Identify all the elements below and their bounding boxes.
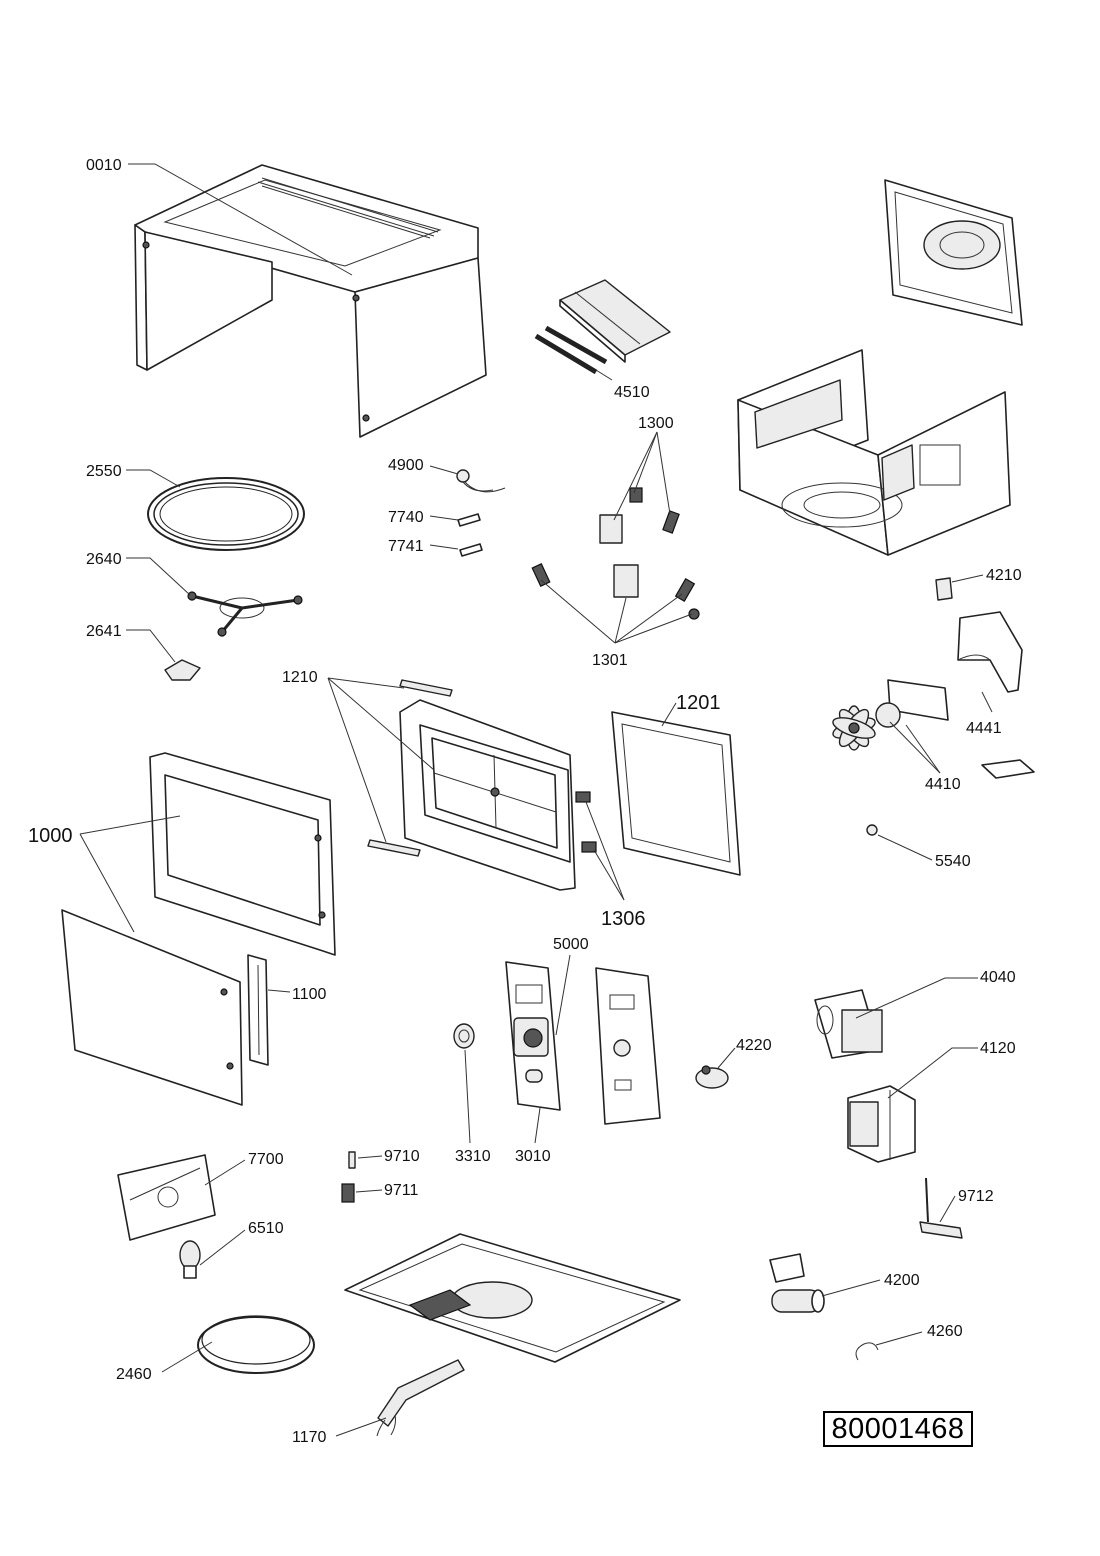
part-1000-door-assembly[interactable] [61,752,336,1106]
label-2460: 2460 [116,1366,152,1383]
part-7700-bracket[interactable] [117,1154,216,1241]
part-3010-control-panel[interactable] [505,961,561,1111]
part-9712-antenna[interactable] [919,1177,963,1239]
label-2641: 2641 [86,623,122,640]
label-4040: 4040 [980,969,1016,986]
label-1170: 1170 [292,1429,327,1446]
label-1210: 1210 [282,669,318,686]
label-4260: 4260 [927,1323,963,1340]
part-4510-grill-heater[interactable] [534,279,671,375]
label-5000: 5000 [553,936,589,953]
label-4410: 4410 [925,776,961,793]
part-2550-roller-ring[interactable] [147,477,305,551]
part-1100-door-handle[interactable] [247,954,269,1066]
label-5540: 5540 [935,853,971,870]
part-9711-fuse-holder[interactable] [341,1183,355,1203]
part-1301-microswitches[interactable] [531,563,700,620]
part-5000-pcb-board[interactable] [595,967,661,1125]
part-1306-door-hooks[interactable] [575,791,597,853]
leader-lines [79,163,993,1437]
part-1170-latch-lever[interactable] [376,1359,465,1437]
label-4120: 4120 [980,1040,1016,1057]
label-9710: 9710 [384,1148,420,1165]
part-7740-plate[interactable] [457,513,481,527]
label-3310: 3310 [455,1148,491,1165]
part-4040-magnetron[interactable] [814,989,883,1059]
part-1201-choke-frame[interactable] [611,711,741,876]
part-labels: 0010 4510 1300 4900 7740 7741 2550 2640 … [28,157,1022,1446]
part-mica-plate[interactable] [981,759,1035,779]
part-door-inner-frame[interactable] [399,699,576,891]
part-1210-door-strips[interactable] [367,679,453,857]
label-9712: 9712 [958,1188,994,1205]
part-2641-coupler[interactable] [164,659,201,681]
part-2640-roller-support[interactable] [187,591,303,637]
part-2460-tray-ring[interactable] [197,1315,315,1374]
part-1300-microswitches[interactable] [599,487,680,544]
part-5540-thermostat[interactable] [866,824,878,836]
label-4510: 4510 [614,384,650,401]
part-cavity[interactable] [737,349,1011,556]
document-number-box: 80001468 [823,1411,973,1447]
part-4210-bracket[interactable] [935,577,953,601]
part-6510-lamp[interactable] [179,1240,201,1279]
label-1300: 1300 [638,415,674,432]
label-4200: 4200 [884,1272,920,1289]
part-4200-capacitor[interactable] [769,1253,825,1313]
label-1000: 1000 [28,825,73,847]
label-2550: 2550 [86,463,122,480]
label-4210: 4210 [986,567,1022,584]
part-0010-outer-casing[interactable] [134,164,487,438]
label-4441: 4441 [966,720,1002,737]
part-4441-air-duct[interactable] [957,611,1023,693]
part-4260-hv-diode[interactable] [855,1342,879,1361]
label-7740: 7740 [388,509,424,526]
label-0010: 0010 [86,157,122,174]
label-6510: 6510 [248,1220,284,1237]
part-4120-transformer[interactable] [847,1085,916,1163]
label-4900: 4900 [388,457,424,474]
part-3310-knob[interactable] [453,1023,475,1049]
label-1301: 1301 [592,652,628,669]
part-4410-fan-motor[interactable] [831,679,949,751]
part-4220-turntable-motor[interactable] [695,1065,729,1089]
label-7741: 7741 [388,538,424,555]
label-1201: 1201 [676,692,721,714]
part-base-plate[interactable] [344,1233,681,1363]
part-cavity-back-plate[interactable] [884,179,1023,326]
part-7741-plate[interactable] [459,543,483,557]
label-2640: 2640 [86,551,122,568]
label-7700: 7700 [248,1151,284,1168]
label-1306: 1306 [601,908,646,930]
document-number: 80001468 [831,1412,965,1445]
label-3010: 3010 [515,1148,551,1165]
part-4900-thermal-sensor[interactable] [456,469,506,493]
label-1100: 1100 [292,986,327,1003]
label-9711: 9711 [384,1182,419,1199]
label-4220: 4220 [736,1037,772,1054]
part-9710-fuse[interactable] [348,1151,356,1169]
